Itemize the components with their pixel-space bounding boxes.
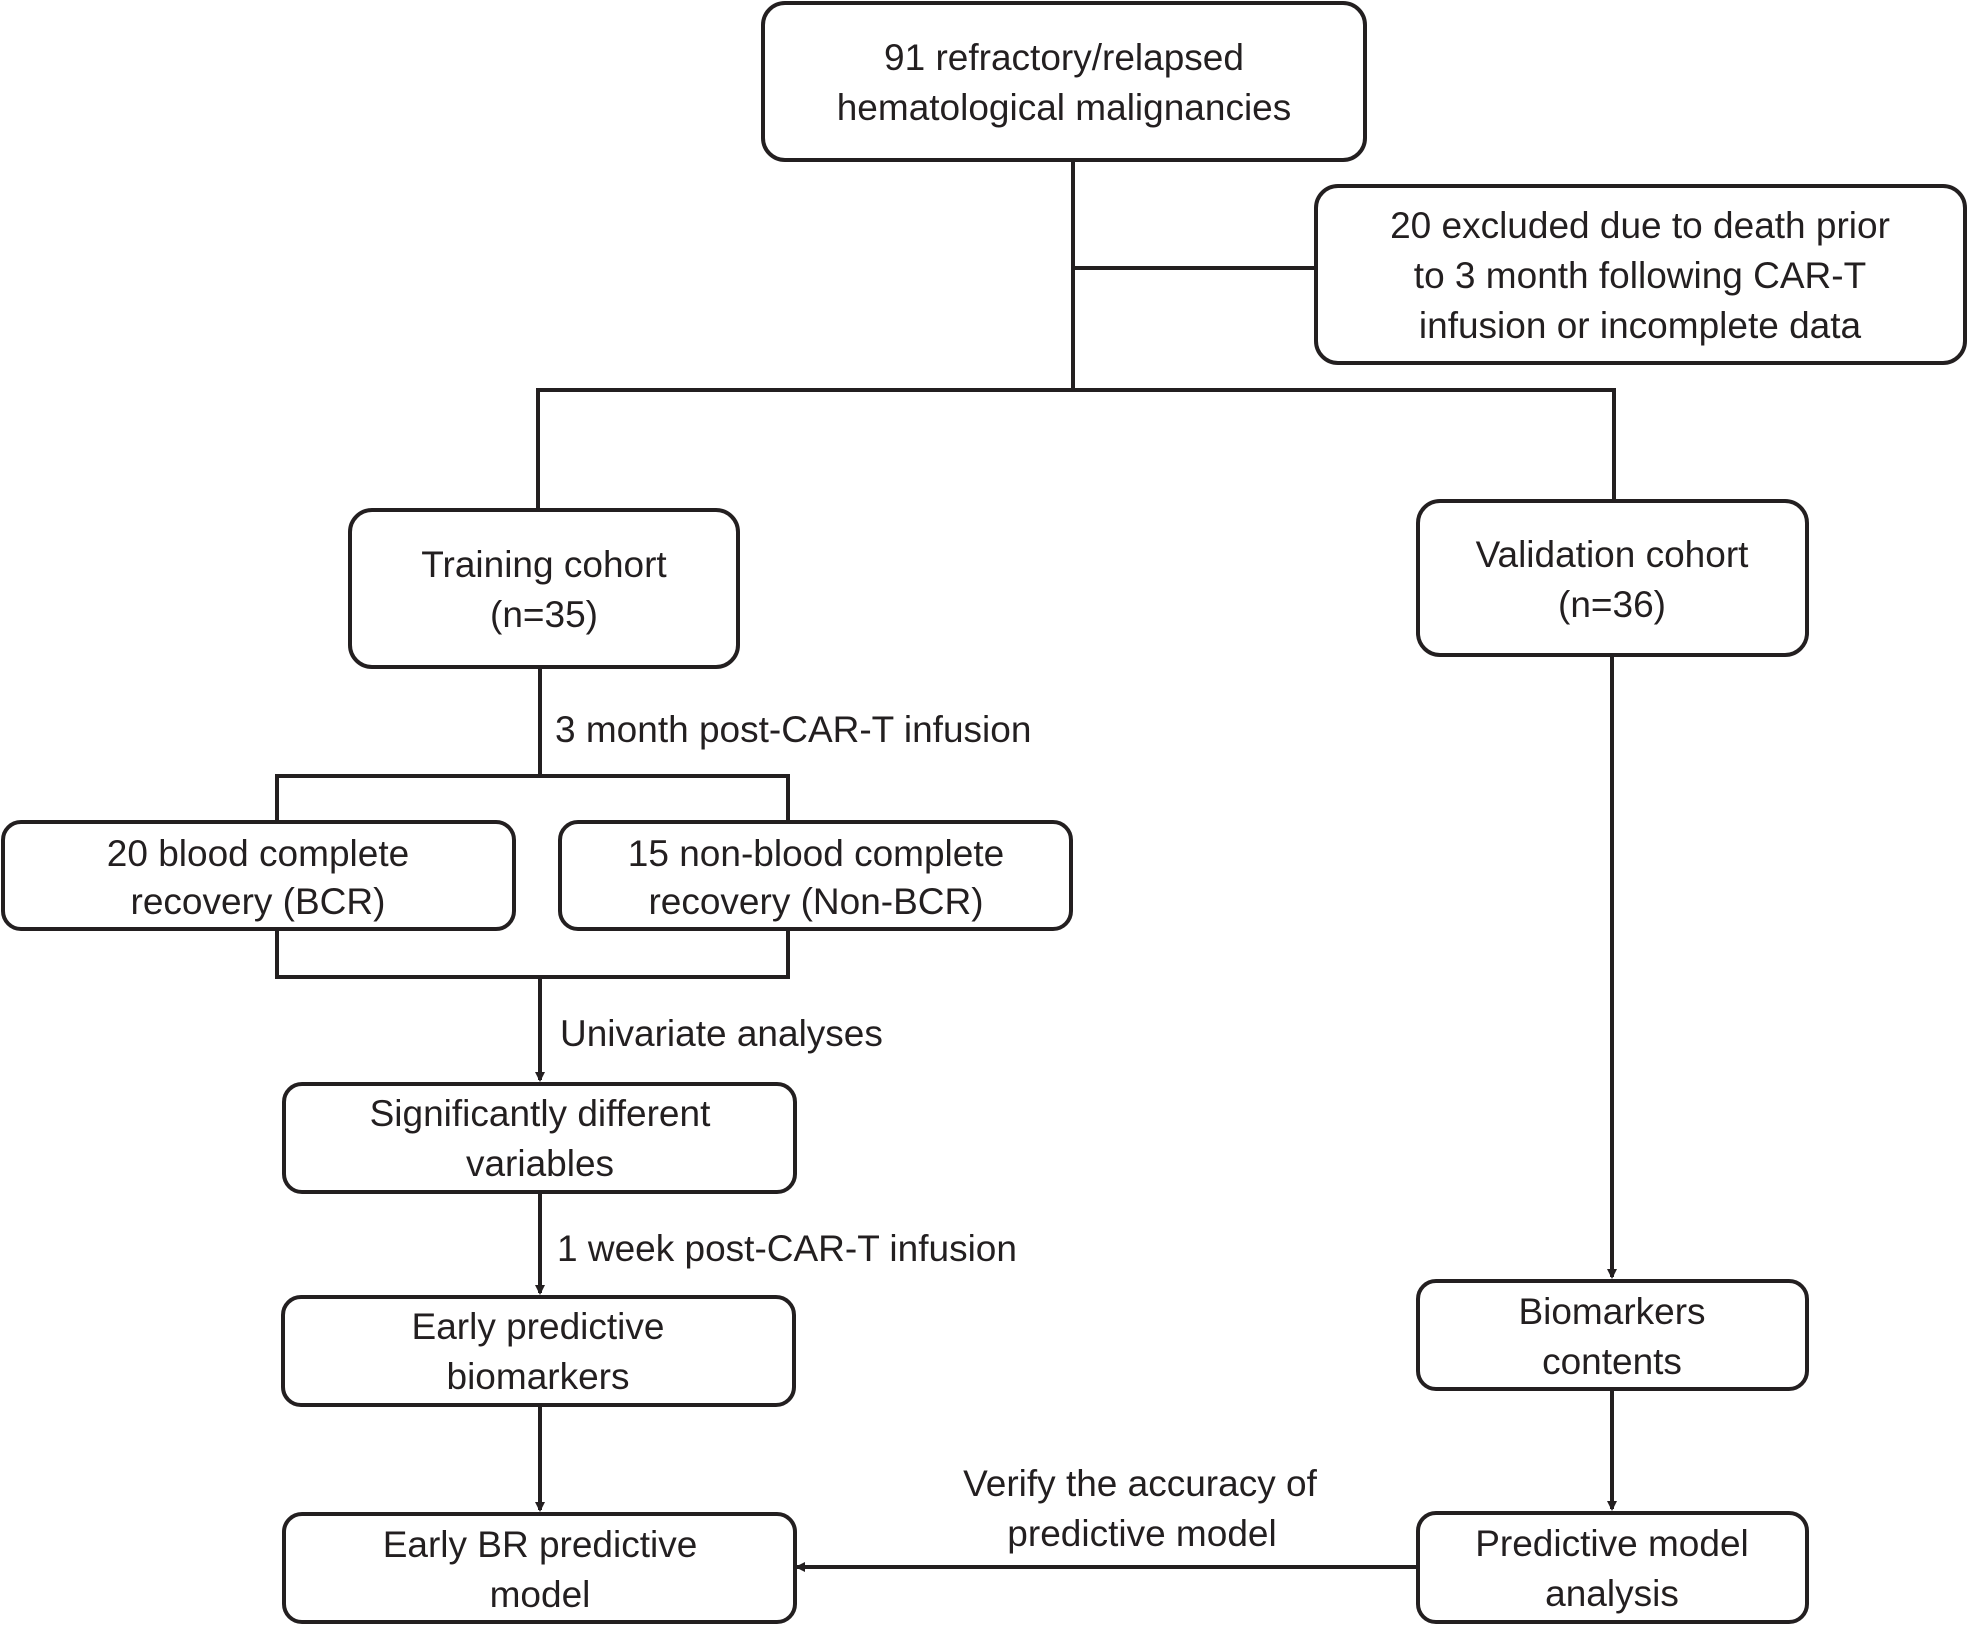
box-model-analysis-line-2: analysis [1545, 1573, 1679, 1614]
box-training-line-1: Training cohort [421, 544, 667, 585]
box-significant-variables: Significantly different variables [282, 1082, 797, 1194]
box-validation-line-1: Validation cohort [1476, 534, 1750, 575]
box-early-model-line-1: Early BR predictive [383, 1524, 698, 1565]
box-validation-cohort: Validation cohort (n=36) [1416, 499, 1809, 657]
box-biomarker-contents-line-2: contents [1542, 1341, 1682, 1382]
label-verify-line-2: predictive model [1007, 1513, 1276, 1554]
label-one-week: 1 week post-CAR-T infusion [557, 1228, 1017, 1269]
box-validation-line-2: (n=36) [1558, 584, 1666, 625]
box-excluded-line-1: 20 excluded due to death prior [1390, 205, 1890, 246]
label-univariate: Univariate analyses [560, 1013, 883, 1054]
box-bcr-line-2: recovery (BCR) [131, 881, 386, 922]
box-bcr: 20 blood complete recovery (BCR) [1, 820, 516, 931]
box-training-line-2: (n=35) [490, 594, 598, 635]
box-excluded: 20 excluded due to death prior to 3 mont… [1314, 184, 1967, 365]
box-biomarker-contents-line-1: Biomarkers [1518, 1291, 1705, 1332]
label-three-month: 3 month post-CAR-T infusion [555, 709, 1031, 750]
box-nonbcr-line-1: 15 non-blood complete [628, 833, 1004, 874]
box-excluded-line-3: infusion or incomplete data [1419, 305, 1862, 346]
box-early-model-line-2: model [490, 1574, 591, 1615]
box-non-bcr: 15 non-blood complete recovery (Non-BCR) [558, 820, 1073, 931]
box-early-biomarkers: Early predictive biomarkers [281, 1295, 796, 1407]
connector-split [536, 388, 1616, 510]
box-total-line-1: 91 refractory/relapsed [884, 37, 1244, 78]
box-model-analysis-line-1: Predictive model [1475, 1523, 1749, 1564]
box-bcr-line-1: 20 blood complete [107, 833, 409, 874]
label-verify-line-1: Verify the accuracy of [963, 1463, 1317, 1504]
box-sigvars-line-2: variables [466, 1143, 614, 1184]
box-early-biomarkers-line-2: biomarkers [447, 1356, 630, 1397]
box-total: 91 refractory/relapsed hematological mal… [761, 1, 1367, 162]
box-total-line-2: hematological malignancies [837, 87, 1292, 128]
box-training-cohort: Training cohort (n=35) [348, 508, 740, 669]
bracket-bottom [275, 929, 790, 979]
box-biomarker-contents: Biomarkers contents [1416, 1279, 1809, 1391]
connectors [275, 160, 1617, 1572]
box-early-model: Early BR predictive model [282, 1512, 797, 1624]
box-sigvars-line-1: Significantly different [370, 1093, 711, 1134]
box-model-analysis: Predictive model analysis [1416, 1511, 1809, 1624]
bracket-top [275, 774, 790, 822]
box-excluded-line-2: to 3 month following CAR-T [1414, 255, 1866, 296]
box-early-biomarkers-line-1: Early predictive [412, 1306, 665, 1347]
box-nonbcr-line-2: recovery (Non-BCR) [648, 881, 983, 922]
